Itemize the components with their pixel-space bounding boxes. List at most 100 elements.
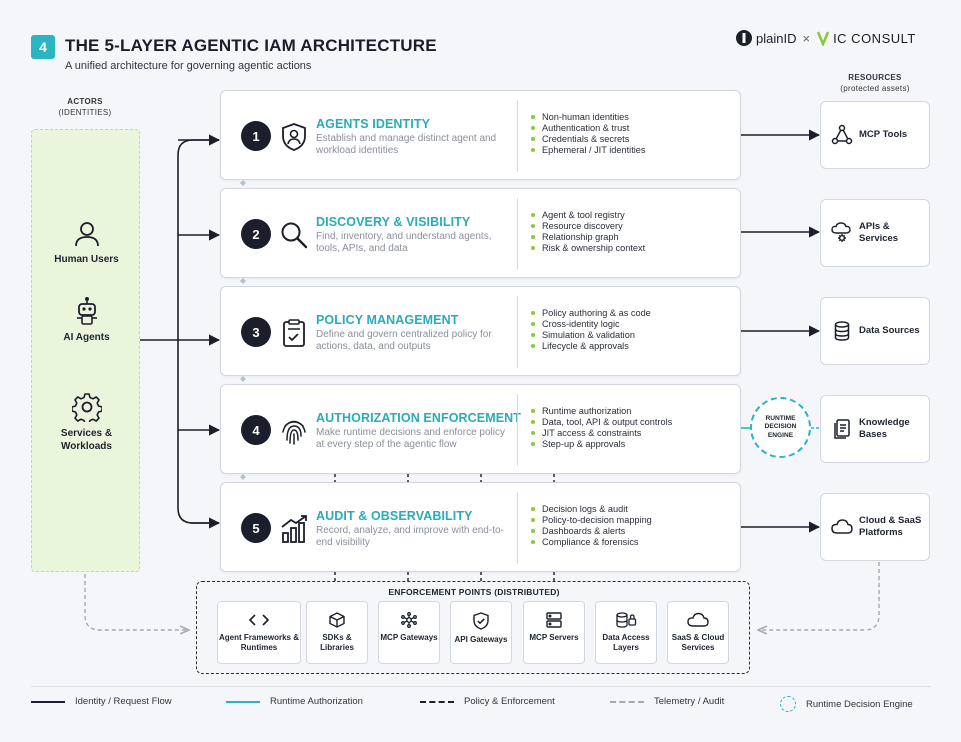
layer-agents-identity: 1 AGENTS IDENTITY Establish and manage d… [220, 90, 741, 180]
icconsult-logo-icon [816, 31, 830, 46]
layer-divider [517, 296, 518, 368]
layer-description: Record, analyze, and improve with end-to… [316, 525, 504, 549]
resource-mcp-tools: MCP Tools [820, 101, 930, 169]
package-icon [329, 612, 345, 628]
fingerprint-icon [282, 420, 306, 445]
cloud-gear-icon [831, 222, 851, 242]
legend-decision-engine: Runtime Decision Engine [780, 696, 913, 712]
legend-policy-enforcement: Policy & Enforcement [420, 696, 555, 707]
brand-logos: plainID × IC CONSULT [735, 29, 916, 47]
layer-description: Establish and manage distinct agent and … [316, 133, 497, 157]
layer-divider [517, 394, 518, 466]
layer-capabilities: Non-human identities Authentication & tr… [531, 112, 646, 156]
layer-title: POLICY MANAGEMENT [316, 313, 459, 327]
capability-item: Simulation & validation [531, 330, 651, 341]
actors-heading: ACTORS (IDENTITIES) [58, 97, 112, 117]
layer-description: Define and govern centralized policy for… [316, 329, 492, 353]
layer-capabilities: Agent & tool registry Resource discovery… [531, 210, 645, 254]
code-icon [248, 614, 270, 626]
enforcement-api-gateways: API Gateways [450, 601, 512, 664]
enforcement-title: ENFORCEMENT POINTS (DISTRIBUTED) [388, 587, 560, 597]
actor-human-users: Human Users [32, 220, 141, 267]
brand-icconsult: IC CONSULT [833, 30, 916, 46]
policy-document-icon [283, 319, 305, 347]
section-badge: 4 [31, 35, 55, 59]
capability-item: Policy-to-decision mapping [531, 515, 652, 526]
robot-icon [76, 297, 97, 325]
resource-apis-services: APIs & Services [820, 199, 930, 267]
resource-cloud-saas: Cloud & SaaS Platforms [820, 493, 930, 561]
layer-audit-observability: 5 AUDIT & OBSERVABILITY Record, analyze,… [220, 482, 741, 572]
layer-title: AGENTS IDENTITY [316, 117, 431, 131]
capability-item: Policy authoring & as code [531, 308, 651, 319]
legend-swatch [31, 700, 65, 703]
actor-services-workloads: Services & Workloads [32, 392, 141, 453]
cloud-icon [831, 519, 853, 534]
enforcement-saas-cloud: SaaS & Cloud Services [667, 601, 729, 664]
database-icon [834, 321, 850, 341]
cloud-icon [687, 612, 709, 627]
capability-item: Risk & ownership context [531, 243, 645, 254]
layer-title: AUDIT & OBSERVABILITY [316, 509, 473, 523]
gear-icon [71, 393, 102, 422]
brand-separator: × [802, 30, 811, 46]
legend-runtime-authorization: Runtime Authorization [226, 696, 363, 707]
actor-ai-agents: AI Agents [32, 296, 141, 345]
network-nodes-icon [831, 124, 853, 145]
layer-capabilities: Runtime authorization Data, tool, API & … [531, 406, 672, 450]
shield-check-icon [473, 612, 489, 630]
enforcement-agent-frameworks: Agent Frameworks & Runtimes [217, 601, 301, 664]
capability-item: Step-up & approvals [531, 439, 672, 450]
capability-item: Lifecycle & approvals [531, 341, 651, 352]
capability-item: Credentials & secrets [531, 134, 646, 145]
enforcement-sdks-libraries: SDKs & Libraries [306, 601, 368, 664]
layer-capabilities: Policy authoring & as code Cross-identit… [531, 308, 651, 352]
layer-policy-management: 3 POLICY MANAGEMENT Define and govern ce… [220, 286, 741, 376]
layer-number: 5 [241, 513, 271, 543]
capability-item: Data, tool, API & output controls [531, 417, 672, 428]
layer-number: 1 [241, 121, 271, 151]
resource-knowledge-bases: Knowledge Bases [820, 395, 930, 463]
capability-item: Resource discovery [531, 221, 645, 232]
layer-description: Make runtime decisions and enforce polic… [316, 427, 505, 451]
documents-icon [834, 419, 850, 439]
layer-authorization-enforcement: 4 AUTHORIZATION ENFORCEMENT Make runtime… [220, 384, 741, 474]
capability-item: Agent & tool registry [531, 210, 645, 221]
enforcement-points-panel: ENFORCEMENT POINTS (DISTRIBUTED) Agent F… [196, 581, 750, 674]
legend-swatch [610, 700, 644, 703]
capability-item: JIT access & constraints [531, 428, 672, 439]
server-icon [546, 612, 562, 628]
actors-panel: Human Users AI Agents Services & Workloa… [31, 129, 140, 572]
layer-number: 3 [241, 317, 271, 347]
layer-divider [517, 198, 518, 270]
capability-item: Dashboards & alerts [531, 526, 652, 537]
legend-divider [31, 686, 931, 687]
resource-data-sources: Data Sources [820, 297, 930, 365]
capability-item: Authentication & trust [531, 123, 646, 134]
layer-title: AUTHORIZATION ENFORCEMENT [316, 411, 522, 425]
layer-title: DISCOVERY & VISIBILITY [316, 215, 471, 229]
capability-item: Cross-identity logic [531, 319, 651, 330]
capability-item: Ephemeral / JIT identities [531, 145, 646, 156]
layer-number: 4 [241, 415, 271, 445]
database-lock-icon [616, 612, 637, 628]
capability-item: Runtime authorization [531, 406, 672, 417]
layer-discovery-visibility: 2 DISCOVERY & VISIBILITY Find, inventory… [220, 188, 741, 278]
layer-divider [517, 100, 518, 172]
user-icon [74, 222, 99, 247]
runtime-decision-engine: RUNTIME DECISION ENGINE [750, 397, 811, 458]
capability-item: Relationship graph [531, 232, 645, 243]
layer-divider [517, 492, 518, 564]
layer-capabilities: Decision logs & audit Policy-to-decision… [531, 504, 652, 548]
hub-icon [401, 612, 417, 628]
magnifier-icon [281, 222, 308, 249]
capability-item: Non-human identities [531, 112, 646, 123]
shield-user-icon [282, 123, 306, 151]
enforcement-mcp-servers: MCP Servers [523, 601, 585, 664]
legend-identity-flow: Identity / Request Flow [31, 696, 172, 707]
legend-swatch [780, 696, 796, 712]
legend-swatch [420, 700, 454, 703]
growth-chart-icon [281, 515, 307, 543]
legend-swatch [226, 700, 260, 703]
